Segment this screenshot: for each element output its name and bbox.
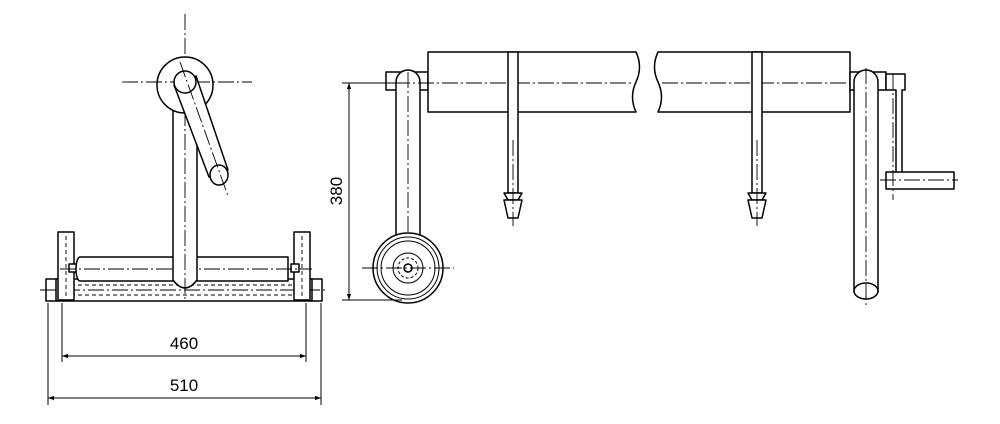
crank-hub	[173, 70, 197, 94]
right-leg	[853, 69, 879, 293]
main-tube-left-segment	[427, 51, 641, 113]
dimension-label-380: 380	[327, 177, 346, 205]
right-bolt	[290, 263, 300, 273]
crank-handle	[885, 171, 955, 190]
side-view	[346, 51, 958, 306]
dimension-label-460: 460	[170, 334, 198, 353]
dimension-label-510: 510	[170, 376, 198, 395]
dimension-460: 460	[61, 303, 307, 362]
front-view	[40, 14, 328, 302]
dimension-380: 380	[327, 82, 402, 301]
crank-shaft	[885, 73, 906, 183]
wheel	[362, 232, 454, 304]
crank-handle-end	[209, 164, 229, 186]
dimension-510: 510	[47, 303, 322, 405]
